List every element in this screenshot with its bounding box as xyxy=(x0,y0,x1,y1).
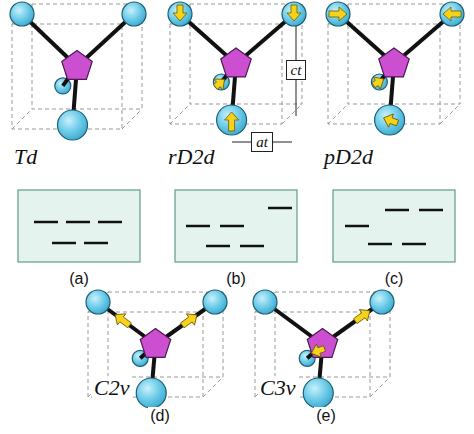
ligand-sphere xyxy=(203,290,227,314)
energy-level xyxy=(84,242,108,245)
ligand-sphere xyxy=(282,2,306,26)
energy-level xyxy=(206,245,230,248)
energy-level xyxy=(345,225,369,228)
panel-letter: (a) xyxy=(67,270,91,288)
molecule-figure xyxy=(10,2,146,140)
dimension-box: ct xyxy=(286,60,307,81)
symmetry-label: Td xyxy=(12,145,39,169)
energy-level-box xyxy=(333,190,455,262)
symmetry-label: C3v xyxy=(258,376,297,400)
energy-level xyxy=(402,243,426,246)
energy-level xyxy=(240,245,264,248)
central-atom xyxy=(62,51,92,80)
central-atom xyxy=(140,329,170,358)
energy-level-box xyxy=(18,190,140,262)
ligand-sphere xyxy=(370,290,394,314)
molecule-figure xyxy=(86,290,227,408)
displacement-arrow xyxy=(225,112,239,131)
panel-letter: (e) xyxy=(314,407,338,425)
ligand-sphere xyxy=(440,2,464,26)
ligand-sphere xyxy=(303,378,333,408)
molecule-figure xyxy=(326,2,464,135)
displacement-arrow xyxy=(287,5,301,21)
ligand-sphere xyxy=(168,2,192,26)
molecule-figure xyxy=(253,290,394,408)
ligand-sphere xyxy=(253,290,277,314)
energy-level xyxy=(385,209,409,212)
displacement-arrow xyxy=(211,74,229,92)
ligand-sphere xyxy=(122,2,146,26)
energy-level xyxy=(186,225,210,228)
molecule-figure xyxy=(168,2,306,135)
energy-level xyxy=(34,221,58,224)
dimension-label: at xyxy=(256,134,268,150)
central-atom xyxy=(379,48,409,77)
displacement-arrow xyxy=(381,111,400,129)
ligand-sphere xyxy=(326,2,350,26)
displacement-arrow xyxy=(173,5,187,21)
panel-letter: (b) xyxy=(224,270,248,288)
displacement-arrow xyxy=(111,309,134,331)
symmetry-label: pD2d xyxy=(322,145,375,169)
energy-level xyxy=(419,209,443,212)
symmetry-label: C2v xyxy=(92,376,131,400)
energy-level xyxy=(52,242,76,245)
dimension-box: at xyxy=(251,132,273,153)
displacement-arrow xyxy=(329,7,347,21)
dimension-label: ct xyxy=(291,62,302,78)
ligand-sphere xyxy=(136,378,166,408)
panel-letter: (d) xyxy=(148,407,172,425)
displacement-arrow xyxy=(370,73,387,91)
ligand-sphere xyxy=(86,290,110,314)
displacement-arrow xyxy=(351,305,374,327)
panel-letter: (c) xyxy=(383,270,406,288)
energy-level-box xyxy=(175,190,297,262)
ligand-sphere xyxy=(10,2,34,26)
displacement-arrow xyxy=(443,7,461,21)
energy-level xyxy=(268,207,292,210)
ligand-sphere xyxy=(58,110,88,140)
energy-level xyxy=(66,221,90,224)
ligand-sphere xyxy=(375,105,405,135)
energy-level xyxy=(98,221,122,224)
displacement-arrow xyxy=(178,309,201,331)
central-atom xyxy=(221,48,251,77)
ligand-sphere xyxy=(217,105,247,135)
energy-level xyxy=(368,243,392,246)
symmetry-label: rD2d xyxy=(166,145,216,169)
energy-level xyxy=(220,225,244,228)
displacement-arrow xyxy=(309,342,327,360)
